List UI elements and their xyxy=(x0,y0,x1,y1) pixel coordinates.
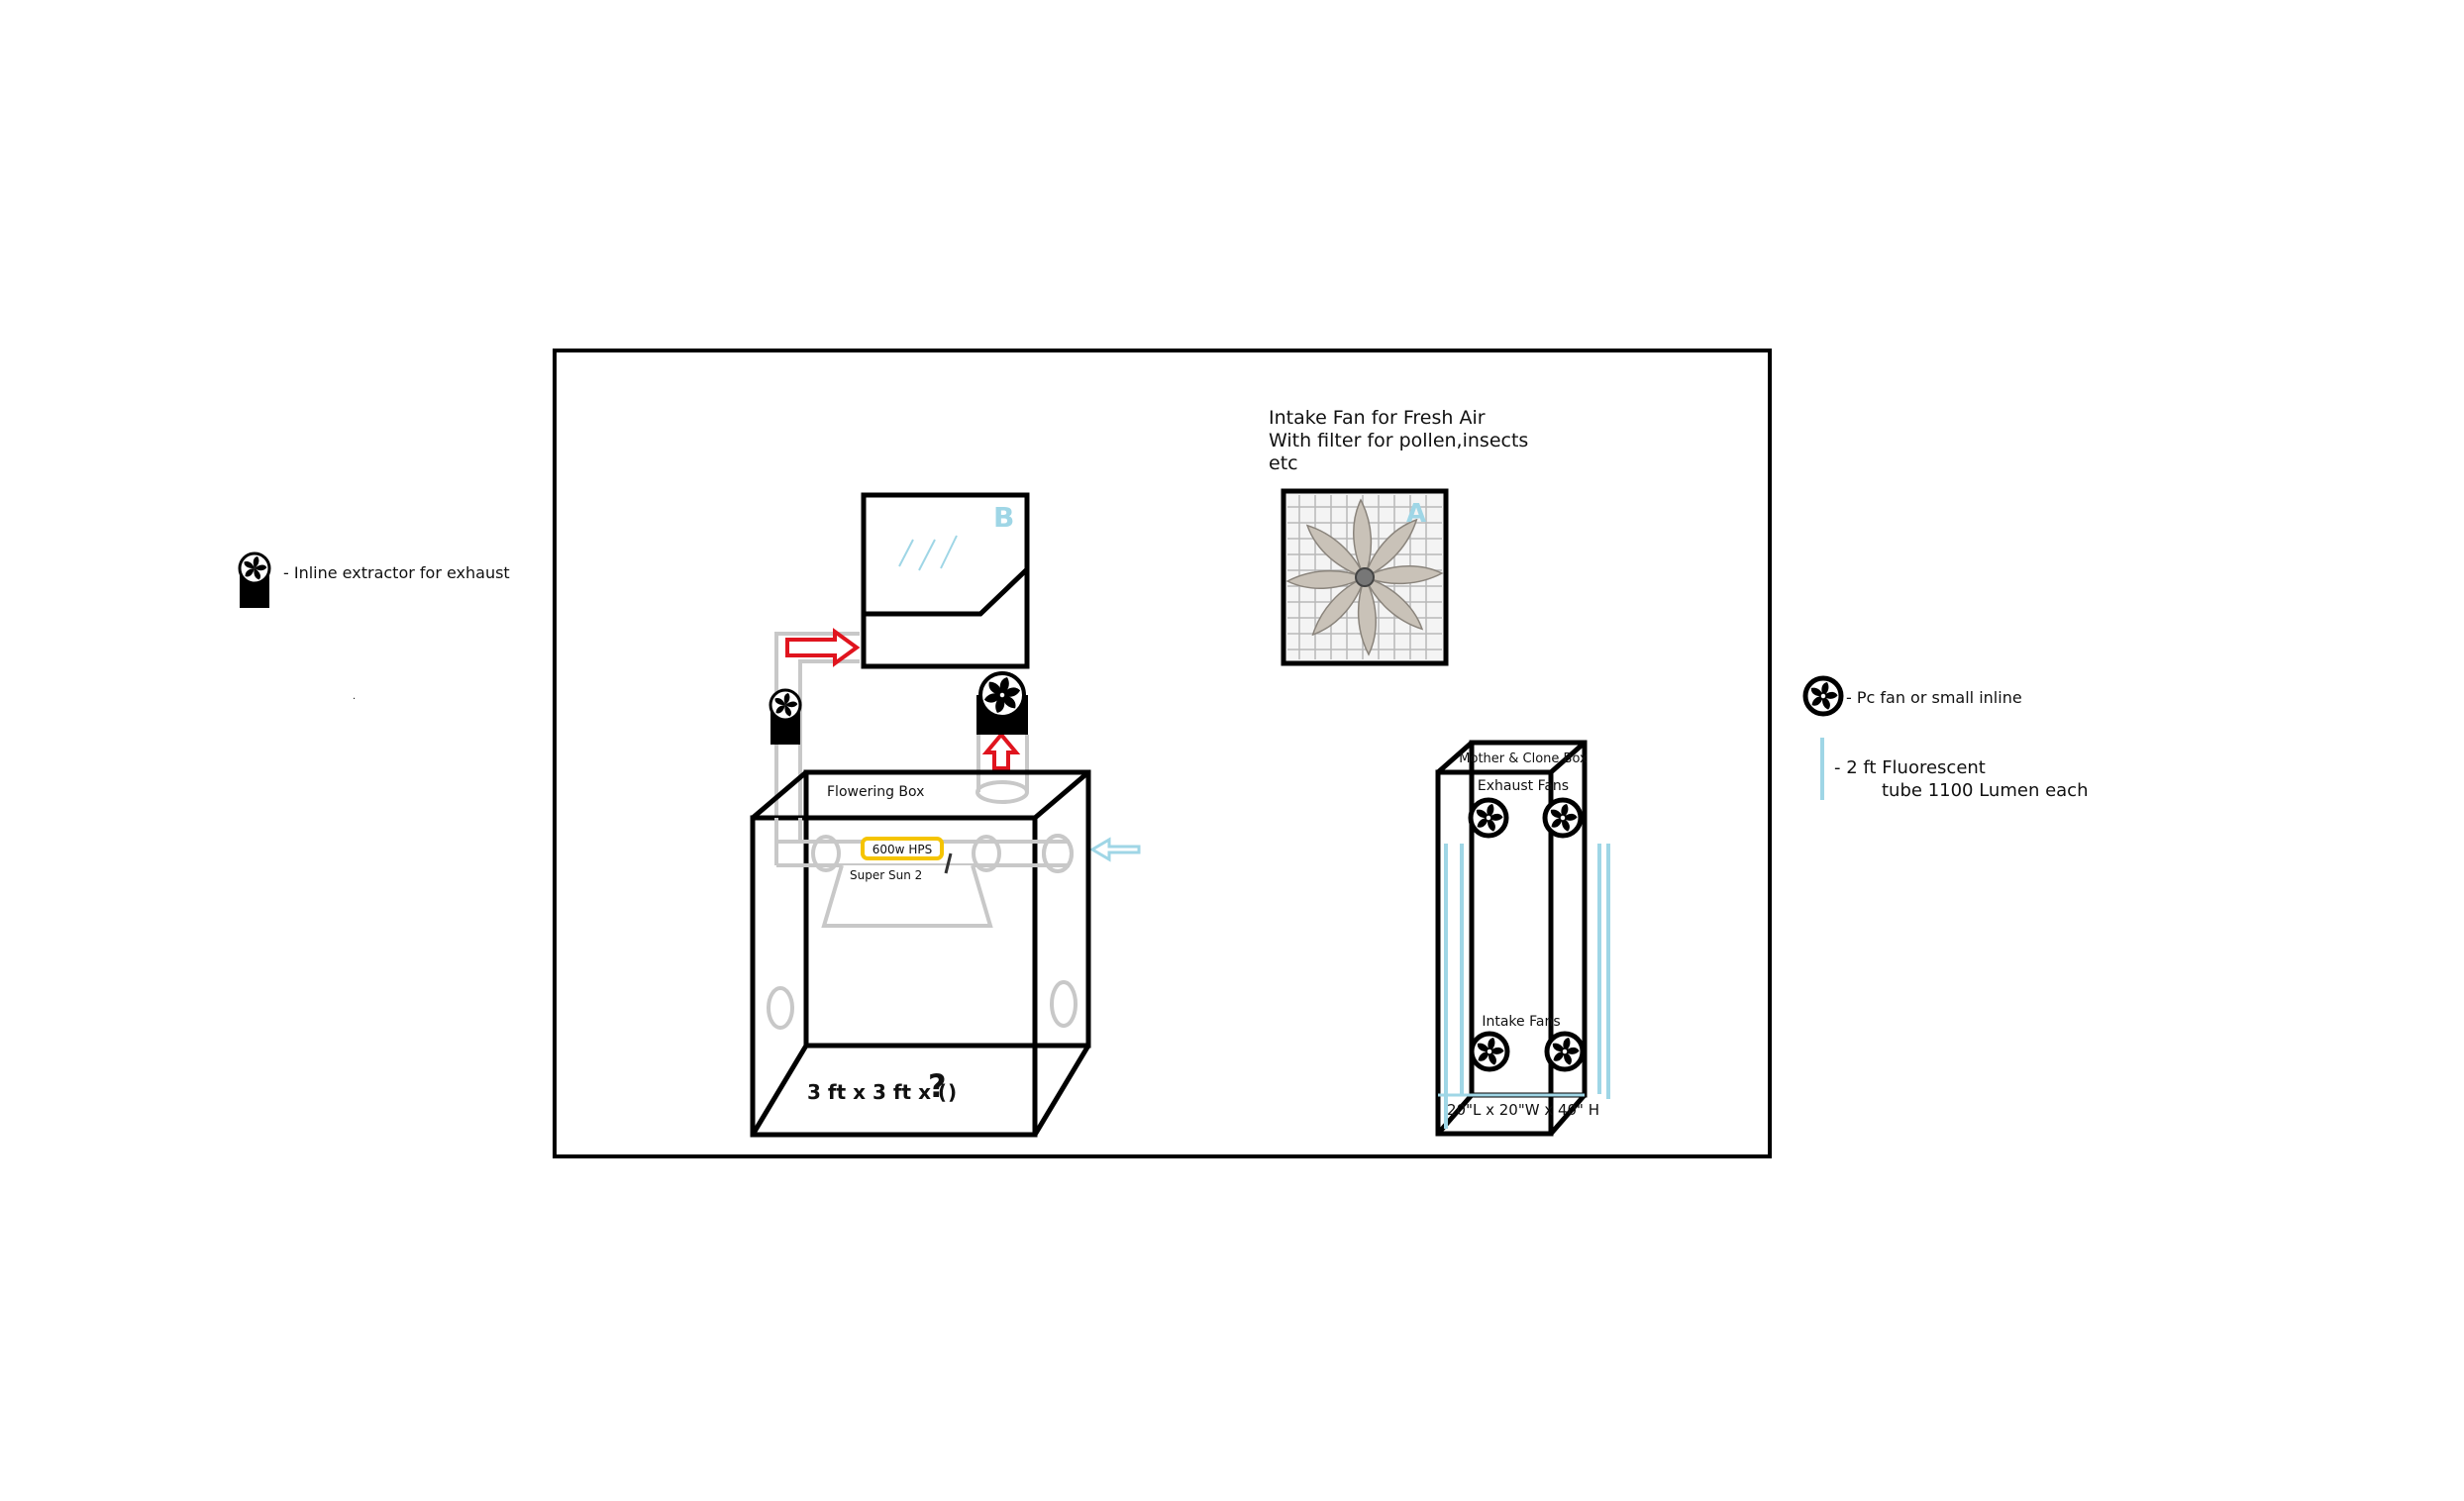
pc-fan-icon xyxy=(1545,800,1581,836)
pc-fan-icon xyxy=(1472,1034,1507,1069)
fresh-air-arrow-icon xyxy=(1089,837,1141,862)
intake-caption-line2: With filter for pollen,insects xyxy=(1269,430,1528,451)
legend-fluorescent: - 2 ft Fluorescent tube 1100 Lumen each xyxy=(1820,738,2089,801)
room-outline xyxy=(553,349,1772,1158)
window-b: B xyxy=(861,492,1030,669)
legend-inline-extractor: - Inline extractor for exhaust xyxy=(238,551,510,610)
mother-box-title: Mother & Clone Box xyxy=(1459,751,1588,766)
exhaust-arrow-icon xyxy=(785,628,861,667)
legend-fluorescent-line1: - 2 ft Fluorescent xyxy=(1834,757,1986,778)
intake-up-arrow-icon xyxy=(981,731,1021,770)
window-inline-fan xyxy=(976,671,1028,735)
legend-pc-fan-label: - Pc fan or small inline xyxy=(1846,688,2022,707)
flowering-box: 600w HPS Flowering Box Super Sun 2 3 ft … xyxy=(750,769,1091,1138)
pc-fan-icon xyxy=(1805,678,1841,714)
intake-fan-blades-icon xyxy=(1285,498,1444,656)
exhaust-fans-label: Exhaust Fans xyxy=(1478,778,1569,794)
inline-extractor-icon xyxy=(769,688,802,747)
flowering-box-size: 3 ft x 3 ft x ( xyxy=(807,1080,947,1104)
intake-caption-line1: Intake Fan for Fresh Air xyxy=(1269,407,1486,429)
reflector-label: Super Sun 2 xyxy=(850,868,922,882)
window-letter: B xyxy=(993,501,1014,534)
flowering-box-title: Flowering Box xyxy=(827,784,924,800)
intake-fan-a: Intake Fan for Fresh Air With filter for… xyxy=(1269,407,1528,666)
intake-caption-line3: etc xyxy=(1269,452,1298,474)
hps-lamp-icon xyxy=(861,837,944,860)
lamp-label: 600w HPS xyxy=(873,843,932,856)
pc-fan-icon xyxy=(978,671,1026,719)
pc-fan-icon xyxy=(1471,800,1506,836)
legend-pc-fan: - Pc fan or small inline xyxy=(1805,678,2022,714)
pc-fan-icon xyxy=(1547,1034,1583,1069)
inline-extractor-icon xyxy=(238,551,271,610)
exhaust-inline-extractor xyxy=(769,688,802,747)
intake-fans-label: Intake Fans xyxy=(1482,1014,1560,1030)
legend-inline-extractor-label: - Inline extractor for exhaust xyxy=(283,563,510,582)
flowering-box-size-question: ? xyxy=(928,1067,947,1105)
stray-mark: . xyxy=(353,691,356,702)
intake-fan-letter: A xyxy=(1406,499,1426,529)
flowering-box-size-close: ) xyxy=(948,1080,957,1104)
fluorescent-tubes xyxy=(1444,844,1610,1129)
mother-box-size: 20"L x 20"W x 40" H xyxy=(1447,1101,1599,1119)
legend-fluorescent-line2: tube 1100 Lumen each xyxy=(1882,780,2089,801)
mother-clone-box: Mother & Clone Box Exhaust Fans Intake F… xyxy=(1435,740,1610,1137)
